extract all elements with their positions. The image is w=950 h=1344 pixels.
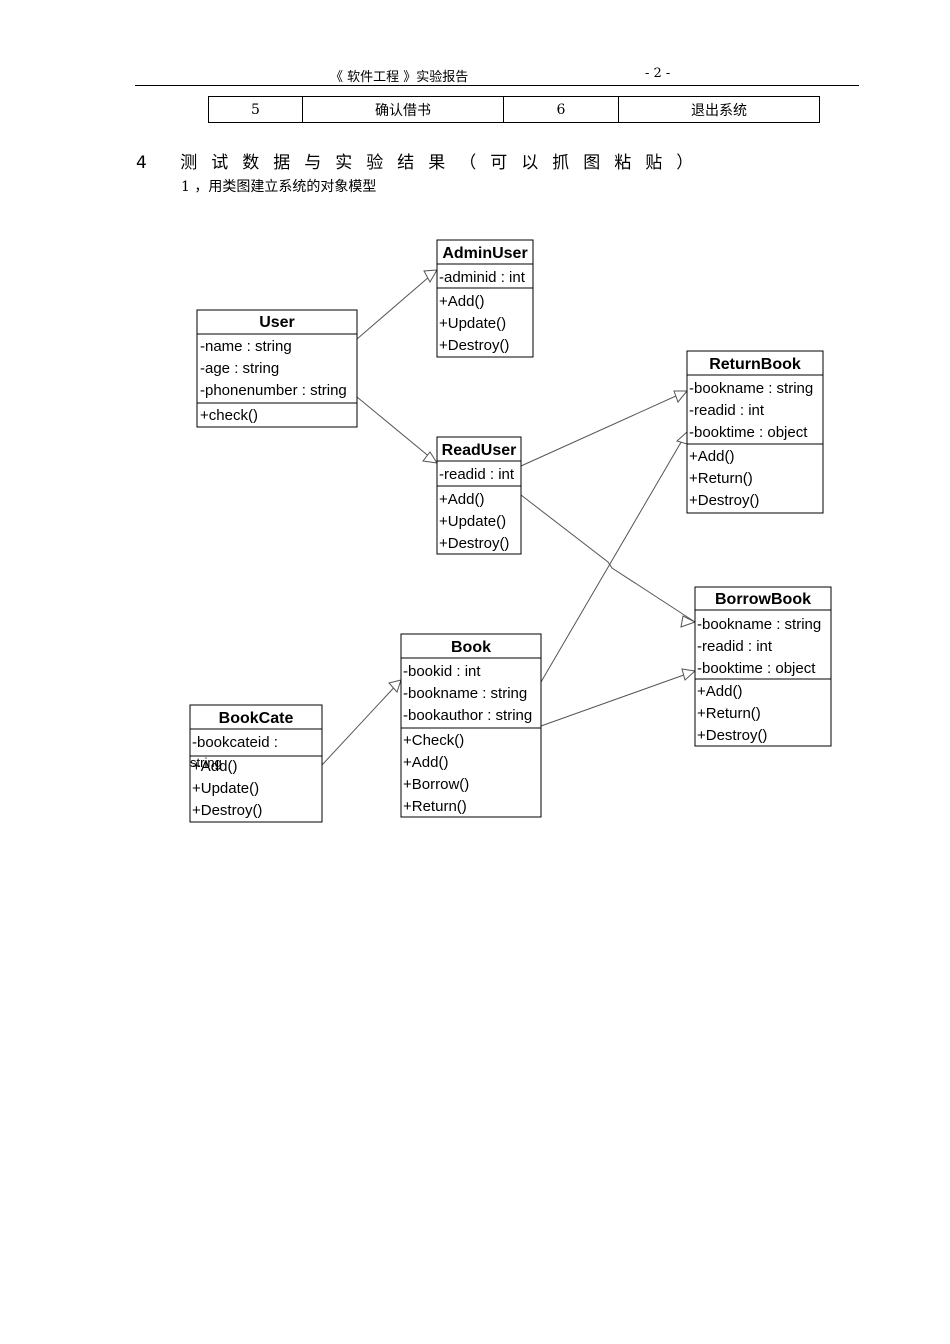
class-name: BookCate	[219, 710, 294, 727]
hollow-arrow-icon	[388, 679, 402, 693]
class-admin-user: AdminUser -adminid : int +Add() +Update(…	[436, 239, 534, 358]
bookcate-book-link	[321, 679, 402, 766]
class-attribute: -bookcateid :	[192, 734, 278, 751]
steps-table: 5 确认借书 6 退出系统	[208, 96, 820, 123]
page-header: 《 软件工程 》实验报告 - 2 -	[0, 0, 950, 90]
class-operation: +Destroy()	[697, 727, 767, 744]
class-name: Book	[451, 639, 491, 656]
class-name: BorrowBook	[715, 591, 811, 608]
class-attribute: -bookauthor : string	[403, 707, 532, 724]
page-number: - 2 -	[645, 66, 671, 81]
class-name: User	[259, 314, 295, 331]
section-heading: 4 测试数据与实验结果（可以抓图粘贴）	[136, 153, 708, 173]
class-operation: +Check()	[403, 732, 464, 749]
class-attribute: -bookname : string	[697, 616, 821, 633]
class-operation: +Add()	[192, 758, 237, 775]
class-operation: +Destroy()	[689, 492, 759, 509]
table-cell: 6	[503, 96, 619, 123]
header-rule	[135, 85, 859, 86]
class-attribute: -bookid : int	[403, 663, 481, 680]
class-operation: +Destroy()	[439, 337, 509, 354]
user-reader-link	[356, 396, 438, 464]
class-operation: +Destroy()	[192, 802, 262, 819]
hollow-arrow-icon	[676, 430, 688, 445]
class-borrow-book: BorrowBook -bookname : string -readid : …	[694, 586, 832, 747]
book-borrow-link	[540, 670, 696, 727]
class-name: AdminUser	[442, 245, 527, 262]
class-book-cate: BookCate -bookcateid : string +Add() +Up…	[189, 704, 323, 823]
class-operation: +Update()	[439, 513, 506, 530]
user-admin-link	[356, 269, 438, 340]
class-attribute: -readid : int	[697, 638, 773, 655]
class-attribute: -bookname : string	[689, 380, 813, 397]
class-attribute: -adminid : int	[439, 269, 526, 286]
class-attribute: -name : string	[200, 338, 292, 355]
hollow-arrow-icon	[422, 451, 439, 464]
hollow-arrow-icon	[423, 269, 438, 284]
class-operation: +check()	[200, 407, 258, 424]
class-operation: +Add()	[689, 448, 734, 465]
table-cell: 5	[208, 96, 303, 123]
class-return-book: ReturnBook -bookname : string -readid : …	[686, 350, 824, 514]
class-attribute: -booktime : object	[689, 424, 808, 441]
class-attribute: -readid : int	[439, 466, 515, 483]
class-read-user: ReadUser -readid : int +Add() +Update() …	[436, 436, 522, 555]
class-attribute: -booktime : object	[697, 660, 816, 677]
class-operation: +Return()	[697, 705, 761, 722]
relationship-lines	[321, 269, 697, 766]
class-operation: +Add()	[439, 491, 484, 508]
class-operation: +Destroy()	[439, 535, 509, 552]
class-operation: +Borrow()	[403, 776, 469, 793]
class-attribute: -readid : int	[689, 402, 765, 419]
class-name: ReturnBook	[709, 356, 801, 373]
class-operation: +Update()	[192, 780, 259, 797]
hollow-arrow-icon	[673, 390, 689, 403]
class-operation: +Update()	[439, 315, 506, 332]
table-cell: 确认借书	[302, 96, 504, 123]
table-cell: 退出系统	[618, 96, 820, 123]
class-operation: +Add()	[403, 754, 448, 771]
report-title: 《 软件工程 》实验报告	[330, 70, 469, 85]
class-attribute: -phonenumber : string	[200, 382, 347, 399]
class-attribute: -bookname : string	[403, 685, 527, 702]
class-name: ReadUser	[442, 442, 517, 459]
book-return-link	[540, 431, 688, 683]
class-operation: +Add()	[439, 293, 484, 310]
class-operation: +Add()	[697, 683, 742, 700]
table-row: 5 确认借书 6 退出系统	[208, 96, 820, 123]
class-operation: +Return()	[403, 798, 467, 815]
section-subheading: 1 ，用类图建立系统的对象模型	[181, 179, 377, 195]
reader-return-link	[520, 390, 688, 467]
reader-borrow-link	[520, 494, 696, 623]
hollow-arrow-icon	[680, 615, 697, 628]
class-operation: +Return()	[689, 470, 753, 487]
class-attribute: -age : string	[200, 360, 279, 377]
class-user: User -name : string -age : string -phone…	[196, 309, 358, 428]
hollow-arrow-icon	[681, 668, 697, 681]
class-book: Book -bookid : int -bookname : string -b…	[400, 633, 542, 818]
class-attribute: string	[190, 755, 222, 770]
